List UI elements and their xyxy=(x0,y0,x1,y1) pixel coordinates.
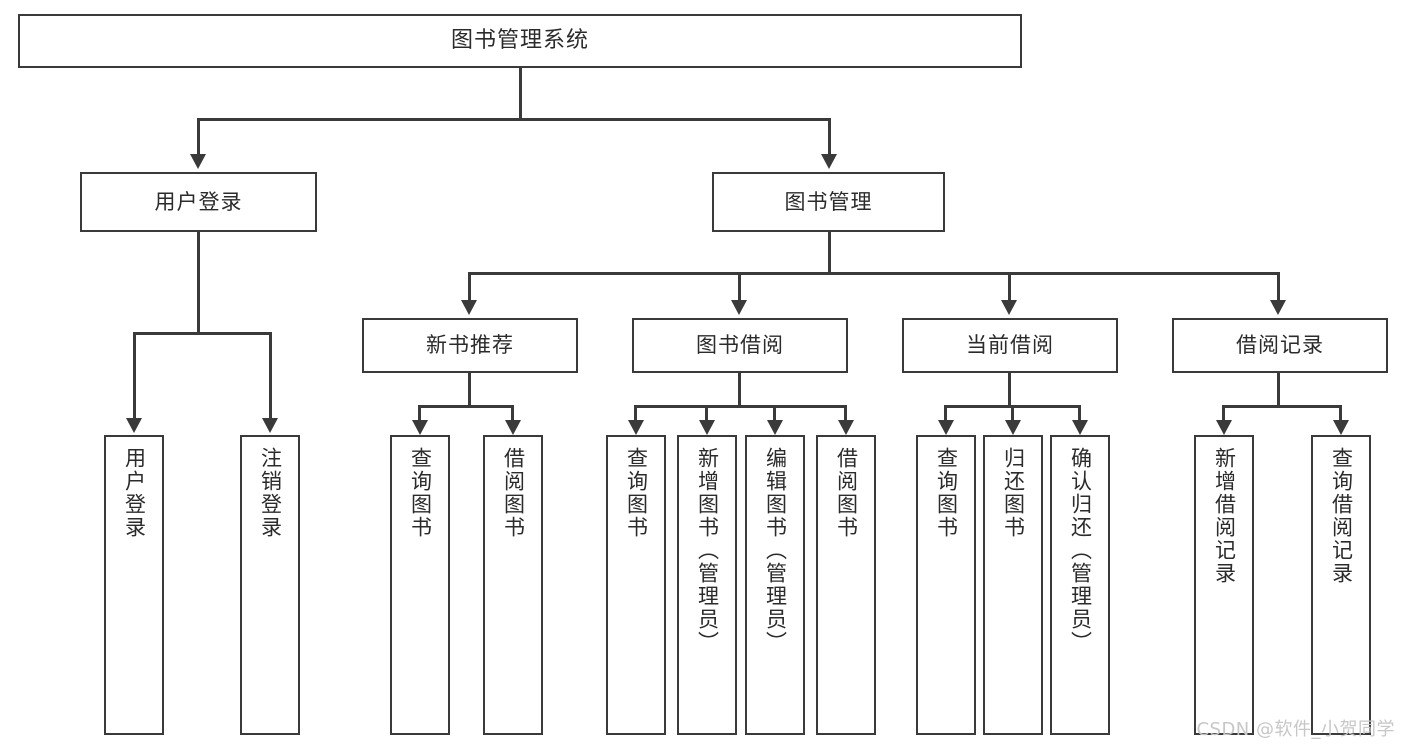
arrow-root-to-user-login xyxy=(190,154,206,169)
connector-new-book-to-leaf-2 xyxy=(511,405,514,427)
leaf-new-book-borrow-book[interactable]: 借阅图书 xyxy=(483,435,543,735)
connector-book-borrow-to-leaf-2 xyxy=(705,405,708,427)
node-current-borrow[interactable]: 当前借阅 xyxy=(902,318,1118,373)
node-book-management[interactable]: 图书管理 xyxy=(712,172,945,232)
node-label: 查询图书 xyxy=(934,447,959,539)
connector-book-manage-bus xyxy=(468,272,1280,275)
node-label: 新增图书（管理员） xyxy=(695,447,720,654)
node-label: 注销登录 xyxy=(258,447,283,539)
connector-book-manage-to-module-1 xyxy=(468,272,471,302)
connector-current-borrow-to-leaf-2 xyxy=(1011,405,1014,427)
connector-book-borrow-to-leaf-4 xyxy=(844,405,847,427)
connector-user-login-stem xyxy=(197,232,200,334)
node-label: 确认归还（管理员） xyxy=(1068,447,1093,654)
node-label: 当前借阅 xyxy=(966,333,1054,358)
arrow-borrow-record-to-leaf-1 xyxy=(1216,420,1232,435)
leaf-user-login[interactable]: 用户登录 xyxy=(104,435,164,735)
connector-user-login-to-leaf-1 xyxy=(133,332,136,420)
connector-new-book-to-leaf-1 xyxy=(418,405,421,427)
connector-book-manage-to-module-2 xyxy=(738,272,741,302)
arrow-current-borrow-to-leaf-2 xyxy=(1005,420,1021,435)
arrow-book-manage-to-module-2 xyxy=(731,300,747,315)
arrow-book-borrow-to-leaf-4 xyxy=(838,420,854,435)
connector-new-book-stem xyxy=(468,373,471,407)
node-label: 编辑图书（管理员） xyxy=(763,447,788,654)
connector-current-borrow-stem xyxy=(1008,373,1011,407)
leaf-book-borrow-query-book[interactable]: 查询图书 xyxy=(606,435,666,735)
connector-borrow-record-bus xyxy=(1222,405,1341,408)
arrow-new-book-to-leaf-1 xyxy=(412,420,428,435)
node-label: 查询图书 xyxy=(408,447,433,539)
node-label: 借阅图书 xyxy=(501,447,526,539)
arrow-book-manage-to-module-3 xyxy=(1001,300,1017,315)
leaf-current-borrow-return-book[interactable]: 归还图书 xyxy=(983,435,1043,735)
arrow-current-borrow-to-leaf-3 xyxy=(1072,420,1088,435)
connector-book-borrow-to-leaf-1 xyxy=(634,405,637,427)
node-label: 新书推荐 xyxy=(426,333,514,358)
arrow-new-book-to-leaf-2 xyxy=(505,420,521,435)
node-label: 用户登录 xyxy=(122,447,147,539)
arrow-book-manage-to-module-4 xyxy=(1270,300,1286,315)
connector-current-borrow-to-leaf-1 xyxy=(944,405,947,427)
leaf-book-borrow-add-book-admin[interactable]: 新增图书（管理员） xyxy=(677,435,737,735)
connector-current-borrow-to-leaf-3 xyxy=(1078,405,1081,427)
connector-borrow-record-to-leaf-1 xyxy=(1222,405,1225,427)
leaf-book-borrow-borrow-book[interactable]: 借阅图书 xyxy=(816,435,876,735)
node-label: 查询借阅记录 xyxy=(1329,447,1354,585)
connector-new-book-bus xyxy=(418,405,513,408)
arrow-borrow-record-to-leaf-2 xyxy=(1333,420,1349,435)
connector-book-manage-stem xyxy=(828,232,831,274)
leaf-borrow-record-add-record[interactable]: 新增借阅记录 xyxy=(1194,435,1254,735)
leaf-logout[interactable]: 注销登录 xyxy=(240,435,300,735)
leaf-current-borrow-query-book[interactable]: 查询图书 xyxy=(916,435,976,735)
node-new-book-recommend[interactable]: 新书推荐 xyxy=(362,318,578,373)
connector-book-manage-to-module-3 xyxy=(1008,272,1011,302)
connector-borrow-record-to-leaf-2 xyxy=(1339,405,1342,427)
node-user-login[interactable]: 用户登录 xyxy=(80,172,317,232)
leaf-current-borrow-confirm-return-admin[interactable]: 确认归还（管理员） xyxy=(1050,435,1110,735)
arrow-book-manage-to-module-1 xyxy=(461,300,477,315)
connector-borrow-record-stem xyxy=(1277,373,1280,407)
node-root-system[interactable]: 图书管理系统 xyxy=(18,14,1022,68)
connector-user-login-to-leaf-2 xyxy=(269,332,272,420)
connector-root-to-book-manage xyxy=(828,118,831,156)
node-label: 借阅记录 xyxy=(1236,333,1324,358)
node-label: 借阅图书 xyxy=(834,447,859,539)
arrow-book-borrow-to-leaf-2 xyxy=(699,420,715,435)
connector-book-manage-to-module-4 xyxy=(1277,272,1280,302)
node-book-borrow[interactable]: 图书借阅 xyxy=(632,318,848,373)
node-label: 查询图书 xyxy=(624,447,649,539)
connector-root-to-user-login xyxy=(197,118,200,156)
node-label: 归还图书 xyxy=(1001,447,1026,539)
arrow-user-login-to-leaf-2 xyxy=(262,418,278,433)
arrow-root-to-book-manage xyxy=(821,154,837,169)
node-label: 图书借阅 xyxy=(696,333,784,358)
connector-user-login-bus xyxy=(133,332,272,335)
leaf-book-borrow-edit-book-admin[interactable]: 编辑图书（管理员） xyxy=(745,435,805,735)
connector-book-borrow-to-leaf-3 xyxy=(773,405,776,427)
connector-root-bus xyxy=(197,118,831,121)
arrow-current-borrow-to-leaf-1 xyxy=(938,420,954,435)
node-borrow-record[interactable]: 借阅记录 xyxy=(1172,318,1388,373)
node-label: 图书管理 xyxy=(784,189,873,214)
leaf-borrow-record-query-record[interactable]: 查询借阅记录 xyxy=(1311,435,1371,735)
connector-book-borrow-stem xyxy=(738,373,741,407)
node-label: 图书管理系统 xyxy=(450,28,589,54)
arrow-book-borrow-to-leaf-3 xyxy=(767,420,783,435)
arrow-user-login-to-leaf-1 xyxy=(126,418,142,433)
arrow-book-borrow-to-leaf-1 xyxy=(628,420,644,435)
node-label: 用户登录 xyxy=(154,189,243,214)
leaf-new-book-query-book[interactable]: 查询图书 xyxy=(390,435,450,735)
csdn-watermark: CSDN @软件_小贺同学 xyxy=(1196,719,1395,740)
connector-root-stem xyxy=(519,68,522,118)
node-label: 新增借阅记录 xyxy=(1212,447,1237,585)
connector-book-borrow-bus xyxy=(634,405,846,408)
